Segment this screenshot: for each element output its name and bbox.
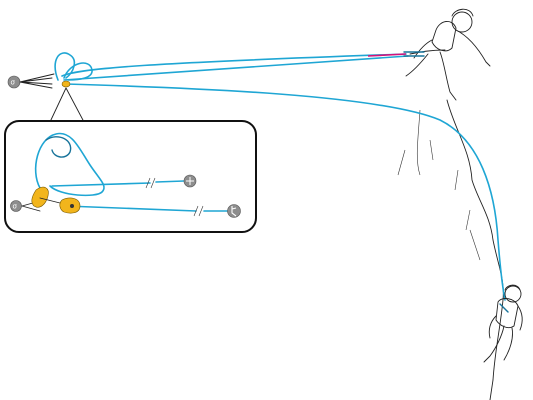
belay-device (61, 80, 71, 88)
anchor-sling (367, 53, 407, 57)
svg-text:σ: σ (13, 203, 18, 211)
rope-to-leader (63, 55, 409, 81)
rock-face (397, 99, 504, 400)
anchor: σ (7, 73, 71, 89)
leader-climber (367, 8, 491, 101)
rope-system (54, 52, 506, 301)
zoom-pointer (49, 87, 85, 123)
svg-text:σ: σ (11, 79, 16, 87)
rope-to-second (65, 83, 506, 301)
second-climber (483, 284, 523, 363)
zoom-inset: σ (4, 120, 257, 233)
belayer-icon (227, 204, 241, 218)
second-climber-icon (183, 174, 197, 188)
assisted-braking-device (59, 197, 81, 214)
anchor-icon (10, 200, 22, 212)
